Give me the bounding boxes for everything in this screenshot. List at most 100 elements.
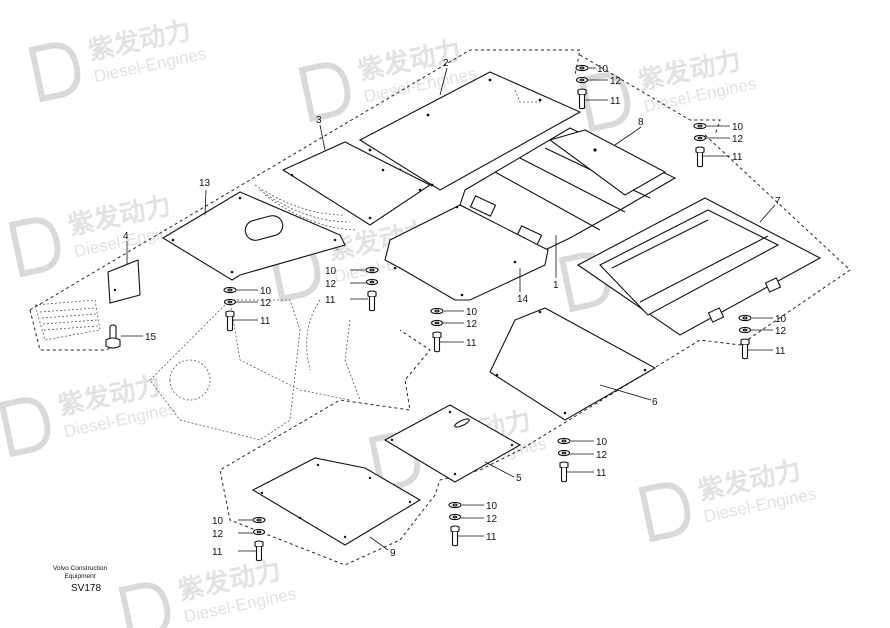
leader [759, 204, 776, 223]
part-14-hole [393, 266, 397, 270]
fastener-stack-i: 10 12 11 [212, 516, 266, 562]
callout-12: 12 [610, 76, 622, 87]
callout-11: 11 [260, 316, 271, 327]
leader [369, 536, 389, 551]
callout-10: 10 [486, 501, 498, 512]
callout-11: 11 [466, 338, 477, 349]
part-8-frame [459, 127, 677, 251]
fastener-icon [738, 314, 752, 360]
frame-ghost [229, 299, 361, 401]
part-14-hole [460, 293, 464, 297]
watermark-logo-icon [8, 217, 61, 278]
part-6-hole [495, 373, 499, 377]
part-3-hole [381, 168, 385, 172]
leader [439, 67, 448, 96]
part-7-hinge [764, 277, 782, 293]
fastener-stack-h: 10 12 11 [448, 501, 498, 547]
bolt-15-icon [105, 324, 121, 349]
callout-12: 12 [466, 319, 478, 330]
callouts: 2 3 8 13 7 4 1 14 6 5 9 [123, 58, 781, 559]
callout-11: 11 [325, 295, 336, 306]
fastener-stack-a: 10 12 11 [575, 64, 622, 110]
part-4-shape [107, 259, 141, 304]
watermark-logo-icon [298, 62, 351, 123]
fastener-stack-c: 10 12 11 [325, 266, 379, 312]
fastener-stack-e: 10 12 11 [430, 307, 478, 353]
callout-12: 12 [260, 298, 272, 309]
part-2-hole [368, 148, 372, 152]
watermark-1: 紫发动力 Diesel-Engines [28, 15, 208, 103]
part-9-hole [260, 491, 264, 495]
callout-15: 15 [145, 332, 157, 343]
part-9-hole [408, 500, 412, 504]
part-6-hole [643, 368, 647, 372]
callout-11: 11 [486, 532, 497, 543]
part-9-hole [298, 516, 302, 520]
callout-13: 13 [199, 178, 211, 189]
part-2-hole [426, 113, 430, 117]
part-9-hole [316, 463, 320, 467]
part-13-hole [333, 238, 337, 242]
watermark-7: 紫发动力 Diesel-Engines [0, 370, 178, 458]
fastener-icon [430, 307, 444, 353]
part-3-hole [418, 188, 422, 192]
callout-12: 12 [596, 450, 608, 461]
callout-11: 11 [732, 152, 743, 163]
fastener-stack-d: 10 12 11 [223, 286, 272, 332]
watermark-logo-icon [578, 72, 631, 133]
callout-9: 9 [390, 548, 396, 559]
fastener-icon [557, 437, 571, 483]
counterweight-grille [34, 299, 101, 341]
part-13-hole [171, 238, 175, 242]
part-5-hole [390, 438, 394, 442]
part-14-panel [384, 204, 549, 301]
callout-10: 10 [325, 266, 337, 277]
part-2-hole [488, 78, 492, 82]
callout-3: 3 [316, 115, 322, 126]
part-9-shape [251, 457, 422, 546]
drawing-code: SV178 [71, 583, 102, 594]
fastener-stack-f: 10 12 11 [738, 314, 787, 360]
part-8-hinge [469, 195, 497, 217]
part-6-panel [489, 307, 657, 421]
part-5-hole [448, 410, 452, 414]
boom-ghost [149, 299, 301, 441]
watermark-logo-icon [28, 42, 81, 103]
part-6-shape [489, 307, 657, 421]
part-3-hole [290, 173, 294, 177]
fastener-icon [252, 516, 266, 562]
callout-10: 10 [732, 122, 744, 133]
part-7-hinge [707, 307, 725, 323]
callout-11: 11 [596, 468, 607, 479]
callout-10: 10 [466, 307, 478, 318]
bolt-15: 15 [105, 324, 157, 349]
callout-1: 1 [553, 280, 559, 291]
manufacturer-line-2: Equipment [64, 573, 96, 580]
callout-12: 12 [486, 514, 498, 525]
part-14-hole [455, 205, 459, 209]
callout-10: 10 [260, 286, 272, 297]
leader [319, 124, 326, 151]
part-2-recess [514, 89, 540, 103]
part-3-panel [281, 141, 432, 226]
part-2-hole [538, 98, 542, 102]
part-14-shape [384, 204, 549, 301]
callout-11: 11 [212, 547, 223, 558]
callout-5: 5 [516, 473, 522, 484]
fastener-icon [693, 122, 707, 168]
part-7-rib-inner [611, 219, 769, 303]
callout-12: 12 [775, 326, 787, 337]
manufacturer-line-1: Volvo Construction [52, 565, 108, 572]
part-9-panel [251, 457, 422, 546]
fastener-stack-b: 10 12 11 [693, 122, 744, 168]
part-5-slot [454, 418, 470, 428]
callout-14: 14 [517, 294, 529, 305]
watermark-10: 紫发动力 Diesel-Engines [638, 455, 818, 543]
part-3-shape [281, 141, 432, 226]
callout-6: 6 [652, 397, 658, 408]
callout-2: 2 [443, 58, 449, 69]
part-13-cutout [244, 215, 284, 241]
watermark-logo-icon [0, 397, 51, 458]
callout-10: 10 [775, 314, 787, 325]
